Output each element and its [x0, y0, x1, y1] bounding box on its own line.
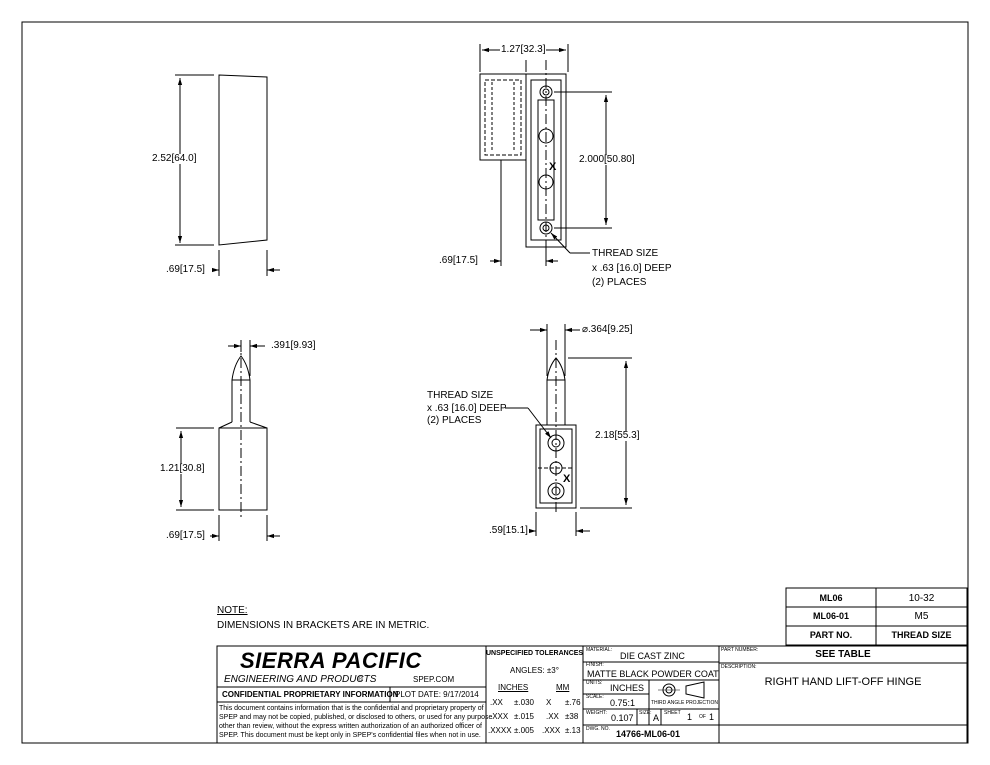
units-label: UNITS: — [586, 680, 603, 686]
company-subtitle: ENGINEERING AND PRODUCTS — [224, 674, 377, 685]
dim-width: .69[17.5] — [165, 530, 206, 541]
website: SPEP.COM — [413, 675, 455, 684]
scale-label: SCALE: — [586, 694, 604, 700]
part-no-header: PART NO. — [809, 630, 853, 640]
tolerances-title: UNSPECIFIED TOLERANCES — [486, 650, 584, 657]
dim-height: 2.52[64.0] — [151, 153, 198, 164]
dwg-number: 14766-ML06-01 — [616, 729, 681, 739]
dim-height: 2.18[55.3] — [594, 430, 641, 441]
view-bottom-left — [176, 340, 280, 541]
material-value: DIE CAST ZINC — [620, 651, 685, 661]
dim-pin: .391[9.93] — [270, 340, 317, 351]
dim-offset: .69[17.5] — [438, 255, 479, 266]
thread-size-cell: 10-32 — [908, 593, 935, 604]
tol-cell: .XXX — [542, 726, 561, 735]
size-value: A — [653, 713, 660, 723]
part-number-value: SEE TABLE — [815, 649, 871, 660]
confidential-label: CONFIDENTIAL PROPRIETARY INFORMATION — [222, 690, 399, 699]
plot-date: PLOT DATE: 9/17/2014 — [395, 690, 479, 699]
thread-size-header: THREAD SIZE — [891, 630, 952, 640]
disclaimer-line: SPEP. This document must be kept only in… — [219, 732, 481, 739]
part-no-cell: ML06-01 — [812, 611, 849, 621]
thread-size-cell: M5 — [914, 611, 929, 622]
hole-mark: X — [563, 473, 571, 485]
tol-cell: X — [546, 698, 552, 707]
dim-hole-spacing: 2.000[50.80] — [578, 154, 636, 165]
disclaimer-line: This document contains information that … — [219, 705, 484, 712]
notes-title: NOTE: — [217, 605, 248, 616]
third-angle-projection-icon — [658, 681, 705, 699]
size-label: SIZE: — [639, 710, 652, 716]
dim-width: .59[15.1] — [488, 525, 529, 536]
thread-note-line1: THREAD SIZE — [427, 390, 494, 401]
thread-note-line2: x .63 [16.0] DEEP — [592, 263, 672, 274]
tolerances-angles: ANGLES: ±3° — [510, 666, 559, 675]
tolerances-inches-header: INCHES — [498, 683, 529, 692]
title-block-grid — [216, 645, 968, 744]
thread-note-line1: THREAD SIZE — [592, 248, 659, 259]
part-number-label: PART NUMBER: — [721, 647, 759, 653]
tol-cell: .XX — [546, 712, 559, 721]
weight-label: WEIGHT: — [586, 710, 607, 716]
part-no-cell: ML06 — [819, 593, 843, 603]
hole-mark: X — [549, 161, 557, 173]
view-bottom-right — [505, 324, 632, 536]
weight-value: 0.107 — [611, 713, 634, 723]
disclaimer-line: SPEP and may not be copied, published, o… — [219, 714, 493, 721]
tol-cell: ±.76 — [565, 698, 581, 707]
description-value: RIGHT HAND LIFT-OFF HINGE — [764, 676, 922, 688]
sheet-value: 1 — [687, 712, 693, 722]
tol-cell: ±.13 — [565, 726, 581, 735]
company-logo-text: SIERRA PACIFIC — [240, 648, 422, 673]
finish-label: FINISH: — [586, 662, 604, 668]
view-top-left — [175, 74, 280, 276]
view-top-right — [479, 44, 612, 266]
tolerances-mm-header: MM — [556, 683, 570, 692]
sheet-label: SHEET — [664, 710, 681, 716]
dim-body-height: 1.21[30.8] — [159, 463, 206, 474]
thread-note-line3: (2) PLACES — [592, 277, 647, 288]
tol-cell: .XX — [490, 698, 503, 707]
tol-cell: ±.015 — [514, 712, 534, 721]
scale-value: 0.75:1 — [610, 698, 636, 708]
dim-overall-width: 1.27[32.3] — [500, 44, 547, 55]
notes-text: DIMENSIONS IN BRACKETS ARE IN METRIC. — [217, 620, 430, 631]
sheet-total: 1 — [709, 712, 715, 722]
tol-cell: ±38 — [565, 712, 579, 721]
tol-cell: ±.005 — [514, 726, 534, 735]
finish-value: MATTE BLACK POWDER COAT — [587, 669, 719, 679]
of-label: OF — [699, 714, 706, 720]
dim-width: .69[17.5] — [165, 264, 206, 275]
description-label: DESCRIPTION: — [721, 664, 757, 670]
thread-note-line3: (2) PLACES — [427, 415, 482, 426]
tol-cell: .XXX — [490, 712, 509, 721]
registered-mark: ® — [358, 676, 364, 683]
dim-diameter: ⌀.364[9.25] — [581, 324, 634, 335]
projection-label: THIRD ANGLE PROJECTION — [651, 700, 718, 706]
part-table-grid — [785, 587, 968, 646]
thread-note-line2: x .63 [16.0] DEEP — [427, 403, 507, 414]
tol-cell: .XXXX — [488, 726, 512, 735]
units-value: INCHES — [610, 683, 645, 693]
disclaimer-line: other than review, without the express w… — [219, 723, 482, 730]
tol-cell: ±.030 — [514, 698, 534, 707]
dwg-label: DWG. NO. — [586, 726, 610, 732]
material-label: MATERIAL: — [586, 647, 613, 653]
